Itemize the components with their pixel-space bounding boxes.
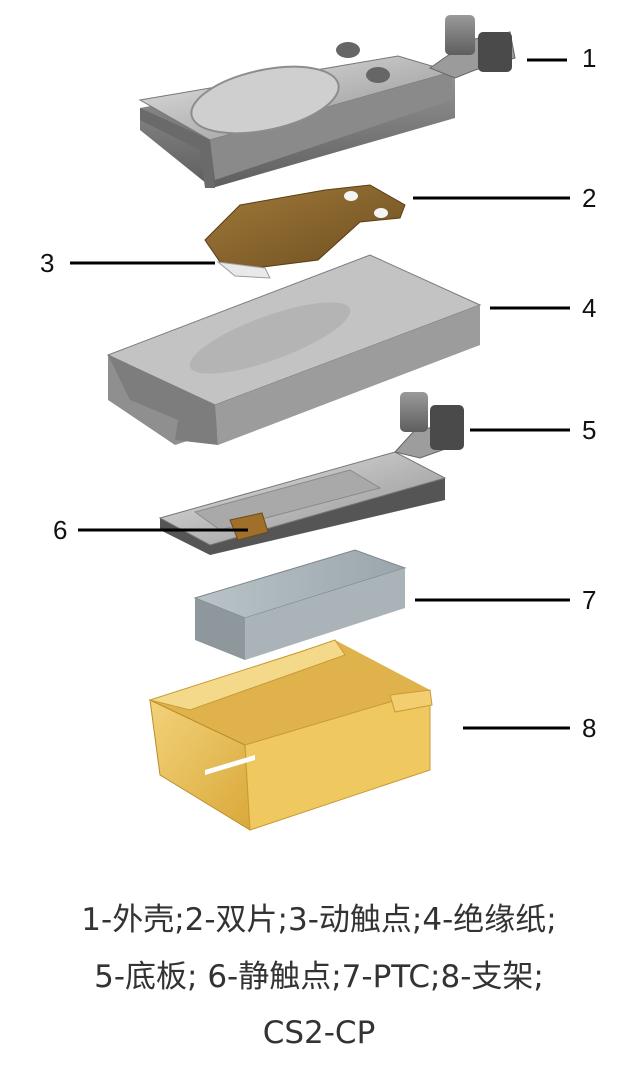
label-6: 6 xyxy=(53,515,68,545)
part-8-bracket xyxy=(148,639,433,831)
label-3: 3 xyxy=(40,248,55,278)
label-4: 4 xyxy=(582,293,597,323)
part-2-bimetal xyxy=(204,184,406,269)
exploded-assembly-diagram xyxy=(70,15,570,831)
part-6-static-contact xyxy=(229,512,269,541)
caption-line-3: CS2-CP xyxy=(262,1015,376,1051)
label-1: 1 xyxy=(582,43,597,73)
part-4-insulating-paper xyxy=(106,254,482,445)
label-8: 8 xyxy=(582,713,597,743)
label-2: 2 xyxy=(582,183,597,213)
leader-lines xyxy=(70,58,570,730)
label-7: 7 xyxy=(582,585,597,615)
part-7-ptc xyxy=(193,549,407,660)
part-3-moving-contact xyxy=(216,261,271,279)
label-5: 5 xyxy=(582,415,597,445)
caption-line-2: 5-底板; 6-静触点;7-PTC;8-支架; xyxy=(94,959,544,995)
caption-line-1: 1-外壳;2-双片;3-动触点;4-绝缘纸; xyxy=(81,902,557,938)
part-1-housing xyxy=(138,15,516,188)
